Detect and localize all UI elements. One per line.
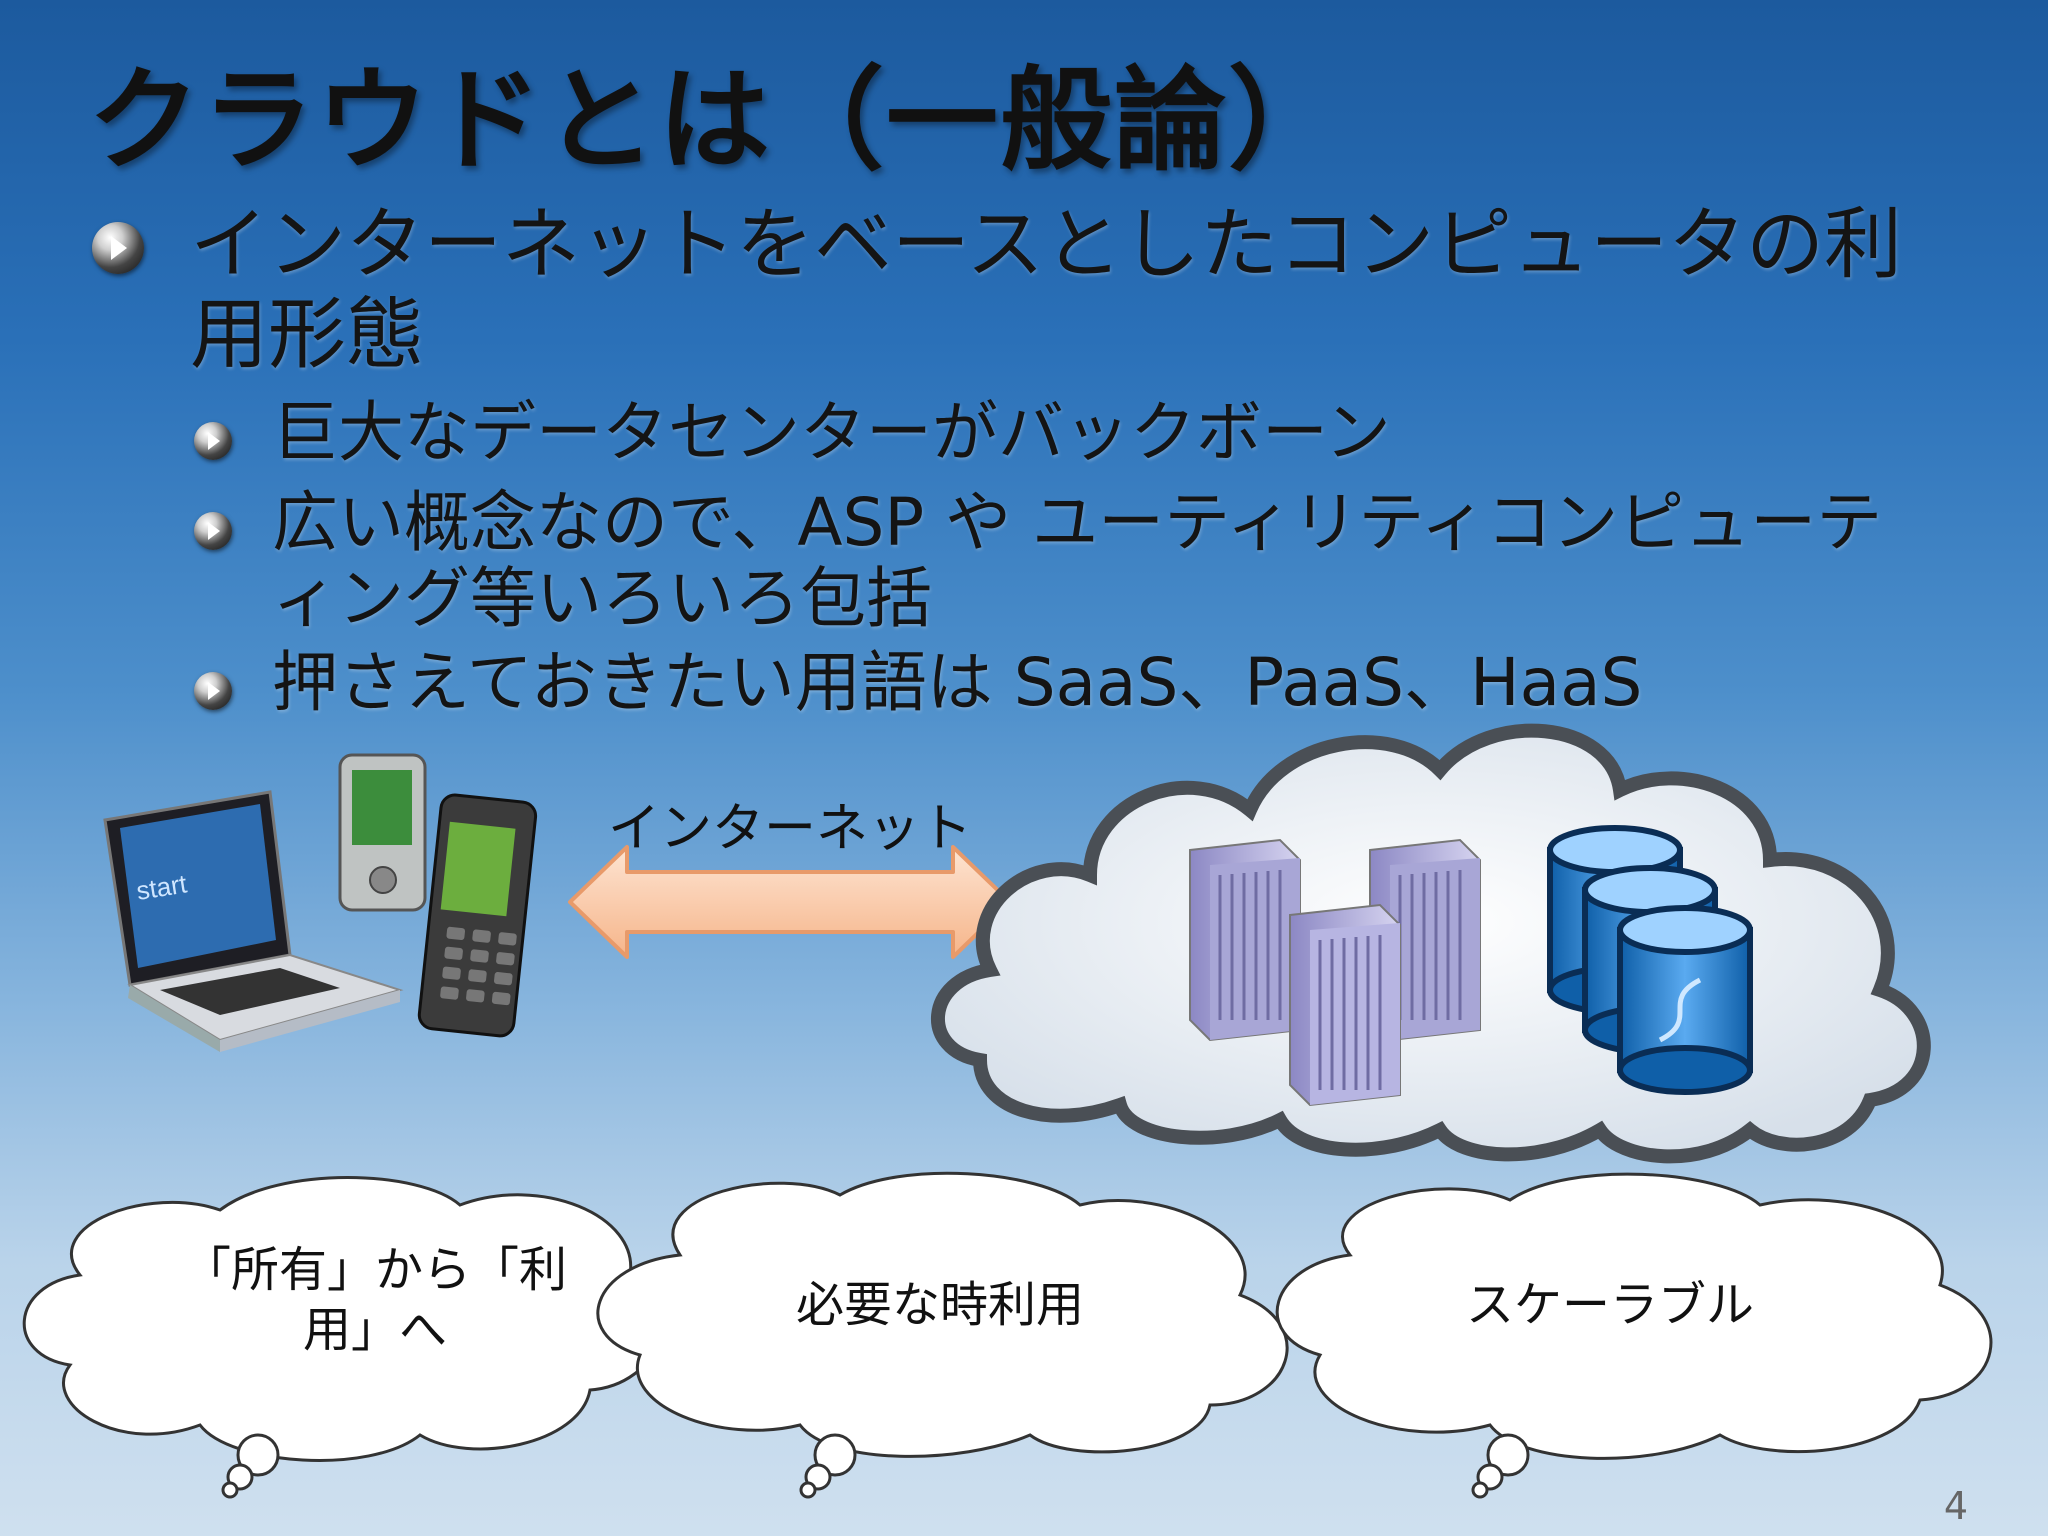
arrow-label: インターネット xyxy=(608,799,973,859)
bullet-arrow-icon xyxy=(92,222,144,274)
client-devices: start xyxy=(103,753,538,1052)
thought-bubble-icon xyxy=(22,1176,664,1462)
thought-bubble-icon xyxy=(1275,1172,1993,1460)
bullet-arrow-icon xyxy=(194,422,232,460)
sub-bullet-2: 広い概念なので、ASP や ユーティリティコンピューティング等いろいろ包括 xyxy=(272,484,1883,637)
bullet-main: インターネットをベースとしたコンピュータの利用形態 xyxy=(190,200,1903,380)
thought-text-ownership: 「所有」から「利用」へ xyxy=(182,1242,567,1358)
bullet-arrow-icon xyxy=(194,512,232,550)
thought-bubbles xyxy=(22,1171,1993,1499)
page-number: 4 xyxy=(1943,1484,1968,1528)
datacenter-cloud xyxy=(930,723,1931,1164)
sub-bullet-1: 巨大なデータセンターがバックボーン xyxy=(272,394,1391,471)
laptop-icon: start xyxy=(103,790,404,1052)
server-icon xyxy=(1189,838,1301,1042)
smartphone-icon xyxy=(417,793,538,1038)
thought-bubble-icon xyxy=(596,1171,1289,1458)
slide-title: クラウドとは（一般論） xyxy=(88,56,1342,186)
thought-text-scalable: スケーラブル xyxy=(1465,1277,1754,1333)
pda-icon xyxy=(338,753,427,912)
database-icon xyxy=(1617,905,1753,1095)
server-icon xyxy=(1289,903,1401,1107)
sub-bullet-3: 押さえておきたい用語は SaaS、PaaS、HaaS xyxy=(272,644,1643,721)
bullet-arrow-icon xyxy=(194,672,232,710)
thought-text-on-demand: 必要な時利用 xyxy=(795,1277,1084,1333)
